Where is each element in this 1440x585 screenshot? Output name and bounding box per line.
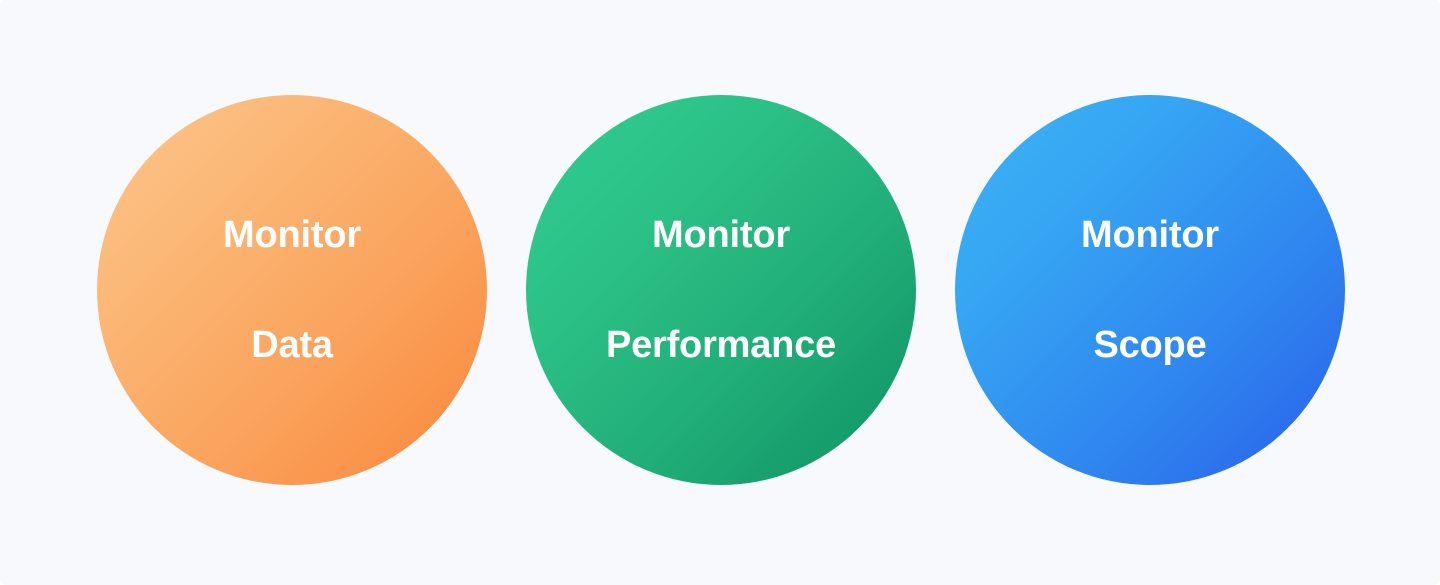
circle-monitor-performance-label-line1: Monitor <box>652 213 790 256</box>
circle-monitor-performance-label-line2: Performance <box>605 323 837 366</box>
circle-monitor-data-label-line2: Data <box>251 323 333 366</box>
circle-monitor-scope-label-line1: Monitor <box>1081 213 1219 256</box>
circle-monitor-scope-label-line2: Scope <box>1093 323 1207 366</box>
circle-monitor-scope-label: Monitor Scope <box>1067 153 1233 428</box>
circle-monitor-data-label: Monitor Data <box>209 153 375 428</box>
circle-monitor-performance[interactable]: Monitor Performance <box>526 95 916 485</box>
circle-monitor-data-label-line1: Monitor <box>223 213 361 256</box>
circle-monitor-performance-label: Monitor Performance <box>592 153 850 428</box>
circle-monitor-scope[interactable]: Monitor Scope <box>955 95 1345 485</box>
circle-monitor-data[interactable]: Monitor Data <box>97 95 487 485</box>
